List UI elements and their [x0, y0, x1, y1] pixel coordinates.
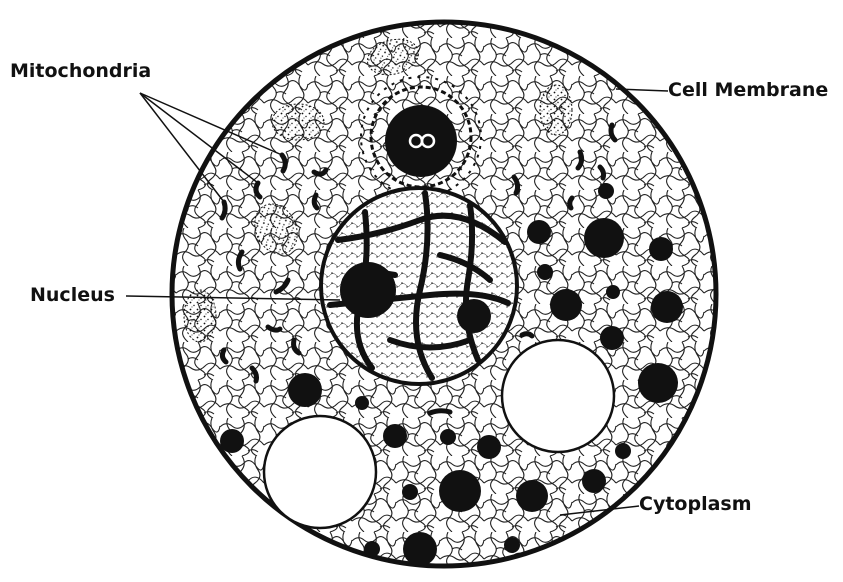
- granule: [527, 220, 551, 244]
- granule: [504, 537, 520, 553]
- mitochondria-label: Mitochondria: [10, 62, 151, 81]
- nucleus-label: Nucleus: [30, 286, 115, 305]
- granule: [537, 264, 553, 280]
- granule: [402, 484, 418, 500]
- granule: [582, 469, 606, 493]
- granule: [598, 183, 614, 199]
- granule: [584, 218, 624, 258]
- granule: [615, 443, 631, 459]
- granule: [638, 363, 678, 403]
- granule: [355, 396, 369, 410]
- granule: [651, 291, 683, 323]
- granule: [364, 541, 380, 557]
- mitochondrion-large: [540, 85, 572, 135]
- nucleus: [321, 188, 517, 384]
- granule: [220, 429, 244, 453]
- granule: [440, 429, 456, 445]
- granule: [550, 289, 582, 321]
- vacuole: [264, 416, 376, 528]
- mitochondrion-large: [272, 104, 324, 140]
- granule: [439, 470, 481, 512]
- granule: [649, 237, 673, 261]
- granule: [288, 373, 322, 407]
- granule: [403, 532, 437, 566]
- granule: [477, 435, 501, 459]
- granule: [600, 326, 624, 350]
- granule: [516, 480, 548, 512]
- cell-membrane-label: Cell Membrane: [668, 81, 828, 100]
- granule: [606, 285, 620, 299]
- cytoplasm-label: Cytoplasm: [639, 495, 752, 514]
- vacuole: [502, 340, 614, 452]
- granule: [383, 424, 407, 448]
